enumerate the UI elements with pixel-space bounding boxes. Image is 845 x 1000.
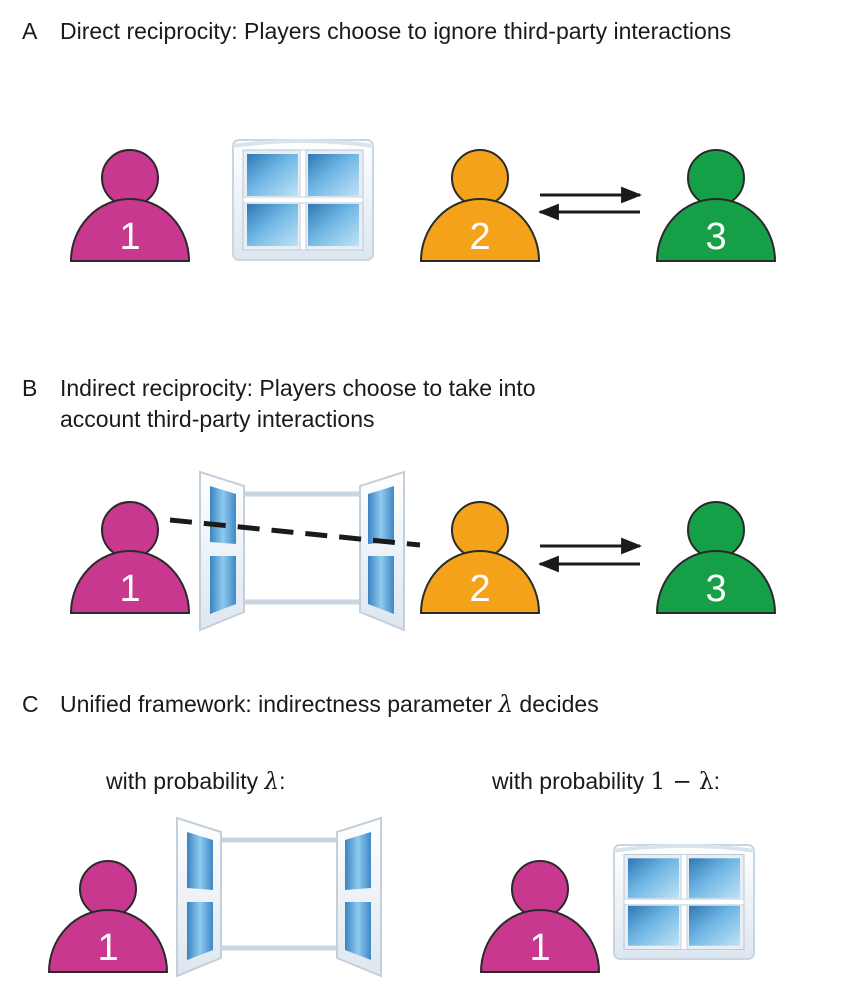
one-minus-lambda: 1 − λ (650, 769, 714, 795)
left-probability-label: with probability λ: (106, 766, 286, 797)
player-1-number: 1 (119, 216, 140, 258)
player-1-b: 1 (70, 501, 190, 614)
player-2-number: 2 (469, 216, 490, 258)
panel-a-letter: A (22, 18, 38, 44)
player-3-a: 3 (656, 149, 776, 262)
lambda-symbol: λ (498, 692, 514, 718)
observation-dashed-line (169, 517, 421, 548)
panel-c-diagram: 1 1 (48, 818, 756, 976)
panel-a-title: Direct reciprocity: Players choose to ig… (60, 18, 732, 44)
panel-b-diagram: 1 2 3 (70, 472, 776, 630)
panel-b-title-line2: account third-party interactions (60, 406, 375, 432)
panel-b-letter: B (22, 375, 38, 401)
player-1-c-left: 1 (48, 860, 168, 973)
panel-b-heading: B Indirect reciprocity: Players choose to… (22, 373, 536, 403)
right-probability-label: with probability 1 − λ: (492, 766, 720, 797)
panel-c-letter: C (22, 691, 39, 717)
player-1-number: 1 (97, 927, 118, 969)
panel-c-heading: C Unified framework: indirectness paramet… (22, 689, 599, 720)
player-2-b: 2 (420, 501, 540, 614)
player-3-b: 3 (656, 501, 776, 614)
player-2-a: 2 (420, 149, 540, 262)
right-label-prefix: with probability (492, 768, 651, 794)
panel-a-diagram: 1 2 3 (70, 138, 776, 262)
open-window-icon (200, 472, 404, 630)
player-1-number: 1 (119, 568, 140, 610)
right-label-colon: : (713, 768, 721, 794)
player-3-number: 3 (705, 216, 726, 258)
closed-window-icon (612, 843, 756, 961)
left-lambda: λ (264, 769, 280, 795)
player-1-a: 1 (70, 149, 190, 262)
panel-a-heading: A Direct reciprocity: Players choose to i… (22, 16, 731, 46)
left-label-colon: : (279, 768, 286, 794)
interaction-arrows-a (537, 186, 643, 221)
closed-window-icon (231, 138, 375, 262)
left-label-prefix: with probability (106, 768, 265, 794)
interaction-arrows-b (537, 537, 643, 573)
panel-c-title-prefix: Unified framework: indirectness paramete… (60, 691, 499, 717)
player-1-c-right: 1 (480, 860, 600, 973)
panel-b-title-line1: Indirect reciprocity: Players choose to … (60, 375, 536, 401)
open-window-icon (177, 818, 381, 976)
player-1-number: 1 (529, 927, 550, 969)
panel-c-title-suffix: decides (513, 691, 599, 717)
player-2-number: 2 (469, 568, 490, 610)
player-3-number: 3 (705, 568, 726, 610)
